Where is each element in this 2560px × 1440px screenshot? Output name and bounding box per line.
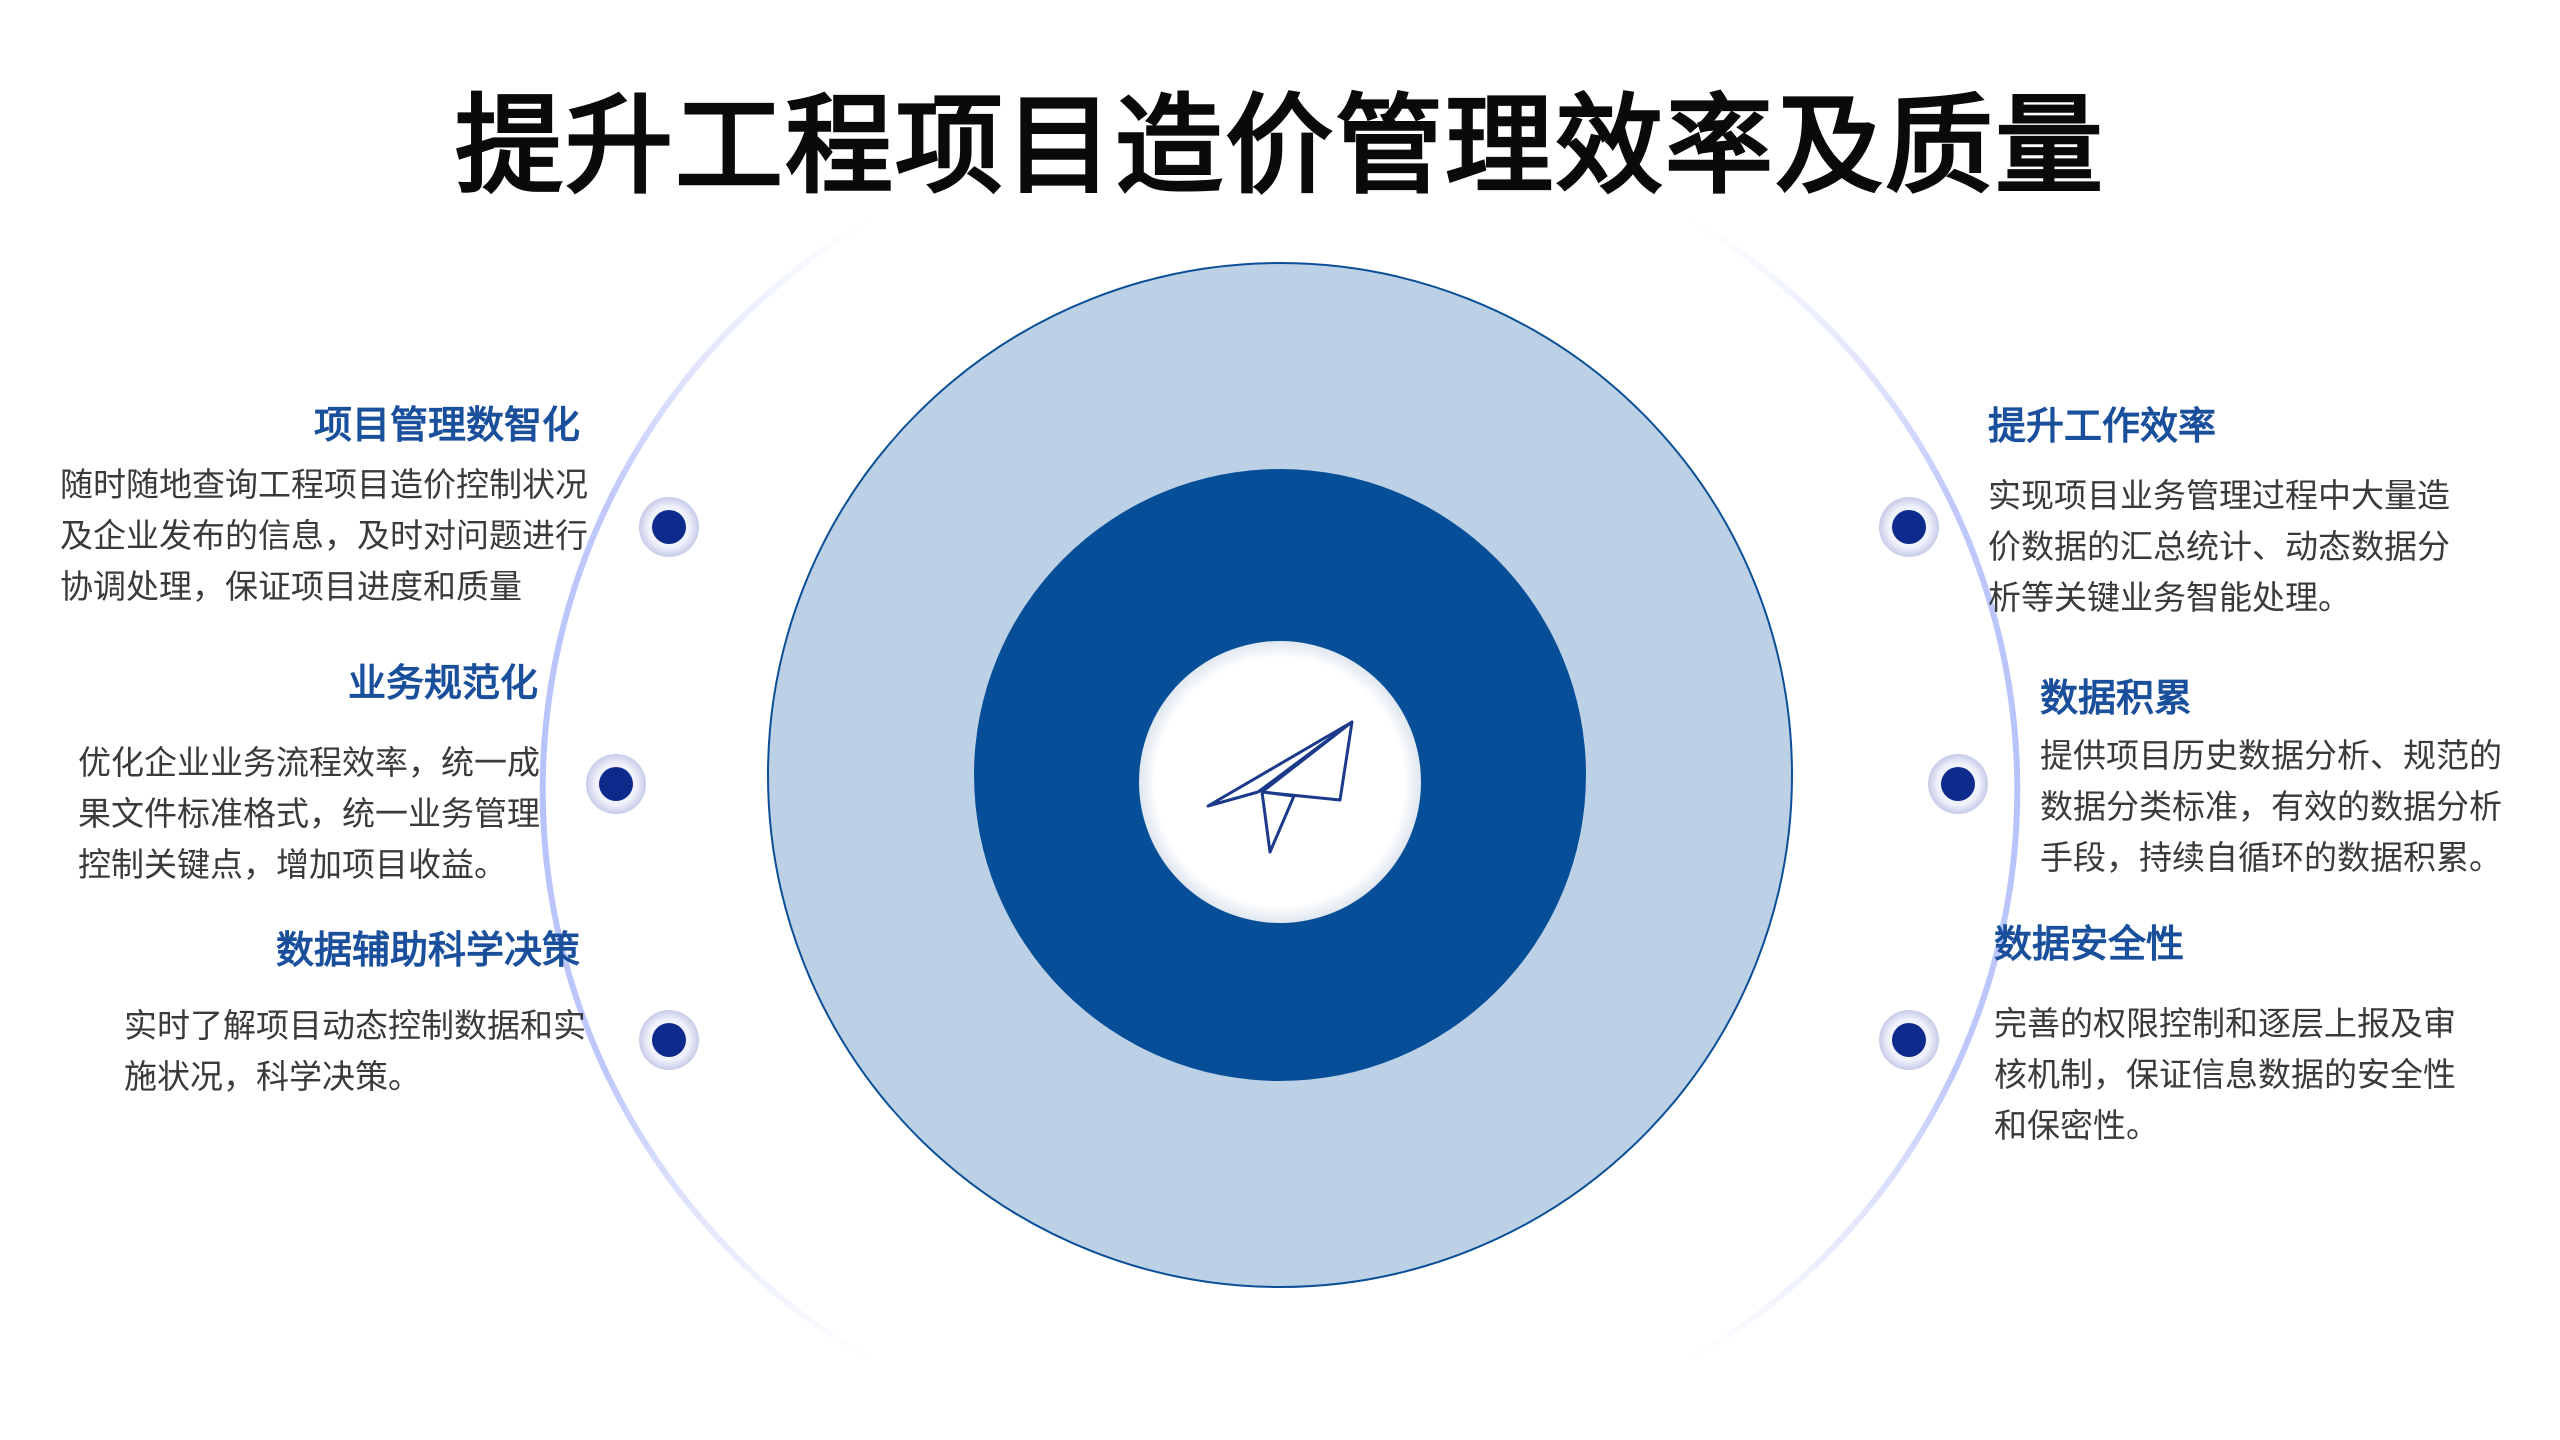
text-line: 协调处理，保证项目进度和质量 <box>60 567 522 606</box>
left-halo-arc <box>539 217 872 1363</box>
text-line: 析等关键业务智能处理。 <box>1988 578 2351 617</box>
right-item-1: 提升工作效率 实现项目业务管理过程中大量造 价数据的汇总统计、动态数据分 析等关… <box>1988 398 2488 623</box>
right-item-2-text: 提供项目历史数据分析、规范的 数据分类标准，有效的数据分析 手段，持续自循环的数… <box>2040 730 2540 883</box>
left-item-3: 数据辅助科学决策 实时了解项目动态控制数据和实 施状况，科学决策。 <box>124 922 586 1102</box>
right-dot-3 <box>1879 1010 1939 1070</box>
text-line: 手段，持续自循环的数据积累。 <box>2040 838 2502 877</box>
left-item-1: 项目管理数智化 随时随地查询工程项目造价控制状况 及企业发布的信息，及时对问题进… <box>60 397 588 612</box>
left-item-1-text: 随时随地查询工程项目造价控制状况 及企业发布的信息，及时对问题进行 协调处理，保… <box>60 459 588 612</box>
right-item-3: 数据安全性 完善的权限控制和逐层上报及审 核机制，保证信息数据的安全性 和保密性… <box>1994 916 2494 1151</box>
text-line: 提供项目历史数据分析、规范的 <box>2040 736 2502 775</box>
text-line: 和保密性。 <box>1994 1106 2159 1145</box>
left-dot-3 <box>639 1010 699 1070</box>
text-line: 价数据的汇总统计、动态数据分 <box>1988 527 2450 566</box>
right-item-2-heading: 数据积累 <box>2040 676 2193 720</box>
text-line: 完善的权限控制和逐层上报及审 <box>1994 1004 2456 1043</box>
text-line: 果文件标准格式，统一业务管理 <box>78 794 540 833</box>
right-item-2: 数据积累 提供项目历史数据分析、规范的 数据分类标准，有效的数据分析 手段，持续… <box>2040 670 2540 883</box>
left-item-1-heading: 项目管理数智化 <box>313 403 580 447</box>
left-item-3-heading: 数据辅助科学决策 <box>275 928 580 972</box>
page-title: 提升工程项目造价管理效率及质量 <box>454 84 2105 209</box>
left-item-3-text: 实时了解项目动态控制数据和实 施状况，科学决策。 <box>124 1000 586 1102</box>
left-item-2: 业务规范化 优化企业业务流程效率，统一成 果文件标准格式，统一业务管理 控制关键… <box>78 655 540 890</box>
text-line: 及企业发布的信息，及时对问题进行 <box>60 516 588 555</box>
text-line: 优化企业业务流程效率，统一成 <box>78 743 540 782</box>
text-line: 随时随地查询工程项目造价控制状况 <box>60 465 588 504</box>
left-item-2-text: 优化企业业务流程效率，统一成 果文件标准格式，统一业务管理 控制关键点，增加项目… <box>78 737 540 890</box>
left-item-2-heading: 业务规范化 <box>347 661 538 705</box>
text-line: 核机制，保证信息数据的安全性 <box>1994 1055 2456 1094</box>
text-line: 实现项目业务管理过程中大量造 <box>1988 476 2450 515</box>
paper-plane-icon <box>1206 720 1354 854</box>
text-line: 数据分类标准，有效的数据分析 <box>2040 787 2502 826</box>
text-line: 实时了解项目动态控制数据和实 <box>124 1006 586 1045</box>
left-dot-1 <box>639 497 699 557</box>
right-item-3-heading: 数据安全性 <box>1994 922 2185 966</box>
right-item-1-heading: 提升工作效率 <box>1988 404 2217 448</box>
right-item-1-text: 实现项目业务管理过程中大量造 价数据的汇总统计、动态数据分 析等关键业务智能处理… <box>1988 470 2488 623</box>
text-line: 施状况，科学决策。 <box>124 1057 421 1096</box>
right-dot-2 <box>1928 754 1988 814</box>
right-halo-arc <box>1688 217 2021 1363</box>
right-dot-1 <box>1879 497 1939 557</box>
text-line: 控制关键点，增加项目收益。 <box>78 845 507 884</box>
right-item-3-text: 完善的权限控制和逐层上报及审 核机制，保证信息数据的安全性 和保密性。 <box>1994 998 2494 1151</box>
left-dot-2 <box>586 754 646 814</box>
